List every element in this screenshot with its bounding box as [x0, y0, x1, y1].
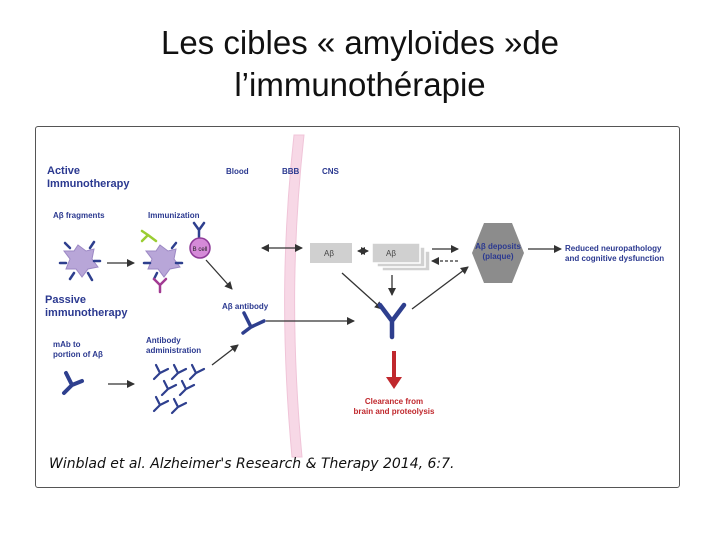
clearance-arrow — [386, 351, 402, 389]
active-immunotherapy-title: Active — [47, 165, 80, 177]
plaque-label-1: Aβ deposits — [475, 242, 521, 251]
ab-fragment-cell-icon — [58, 240, 102, 282]
figure-frame: Active Immunotherapy Passive immunothera… — [35, 126, 680, 488]
outcome-label-1: Reduced neuropathology — [565, 244, 662, 253]
clearance-label-2: brain and proteolysis — [354, 407, 435, 416]
antibody-admin-label-2: administration — [146, 346, 201, 355]
mab-label-1: mAb to — [53, 340, 81, 349]
bcell-antibody-icon — [192, 221, 206, 239]
passive-immunotherapy-title-2: immunotherapy — [45, 307, 128, 319]
arrow-administration-to-antibody — [211, 344, 239, 366]
antibody-admin-label-1: Antibody — [146, 336, 181, 345]
cns-label: CNS — [322, 167, 340, 176]
svg-text:B cell: B cell — [193, 247, 208, 253]
arrow-blood-ab-to-antibody — [341, 272, 383, 310]
bbb-barrier — [284, 134, 305, 458]
outcome-label-2: and cognitive dysfunction — [565, 254, 664, 263]
antibody-cluster-icon — [152, 363, 206, 415]
immunized-cell-icon — [142, 241, 184, 281]
slide-title-line-2: l’immunothérapie — [234, 66, 486, 103]
cns-ab-stack — [371, 242, 431, 272]
arrow-antibody-to-plaque — [411, 266, 469, 310]
blood-label: Blood — [226, 167, 249, 176]
ab-antibody-icon — [241, 311, 266, 335]
blood-ab-box — [310, 243, 352, 263]
purple-antibody-icon — [152, 277, 168, 294]
mab-label-2: portion of Aβ — [53, 350, 103, 359]
ab-antibody-label: Aβ antibody — [222, 302, 269, 311]
active-immunotherapy-title-2: Immunotherapy — [47, 178, 130, 190]
plaque-label-2: (plaque) — [482, 252, 513, 261]
passive-immunotherapy-title: Passive — [45, 294, 86, 306]
immunization-label: Immunization — [148, 211, 200, 220]
bcell-icon: B cell — [189, 237, 211, 259]
mab-antibody-icon — [62, 371, 84, 395]
immunotherapy-diagram: Active Immunotherapy Passive immunothera… — [45, 134, 664, 458]
arrow-bcell-to-antibody — [205, 259, 233, 290]
green-antibody-icon — [140, 229, 158, 243]
clearance-label-1: Clearance from — [365, 397, 423, 406]
slide-title-line-1: Les cibles « amyloïdes »de — [160, 24, 560, 61]
plaque-hexagon — [472, 223, 524, 283]
blood-ab-label: Aβ — [324, 249, 334, 258]
bbb-label: BBB — [282, 167, 300, 176]
cns-antibody-icon — [377, 302, 407, 340]
slide-title: Les cibles « amyloïdes »de l’immunothéra… — [0, 22, 720, 106]
figure-caption: Winblad et al. Alzheimer's Research & Th… — [49, 456, 455, 472]
ab-fragments-label: Aβ fragments — [53, 211, 105, 220]
cns-ab-label: Aβ — [386, 249, 396, 258]
